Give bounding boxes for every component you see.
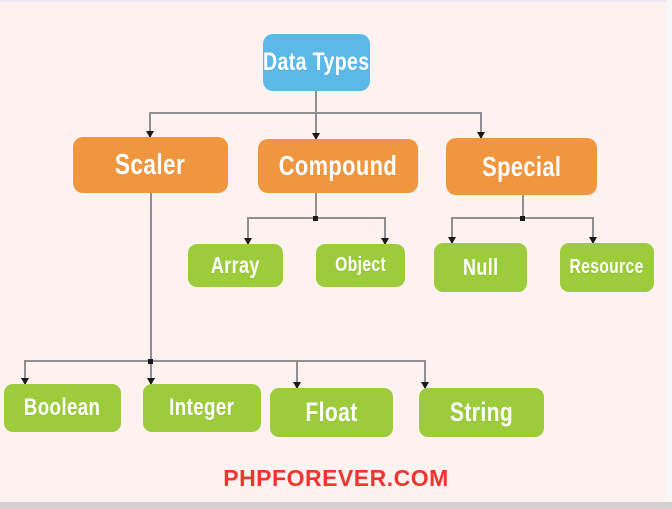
node-boolean: Boolean	[4, 384, 121, 432]
edge-to-boolean	[24, 360, 26, 384]
edge-to-special	[480, 112, 482, 138]
arrowhead-array	[244, 238, 252, 245]
node-label: Boolean	[24, 394, 101, 421]
arrowhead-boolean	[21, 378, 29, 385]
arrowhead-float	[293, 382, 301, 389]
junction-dot-special	[520, 216, 525, 221]
arrowhead-string	[421, 382, 429, 389]
junction-dot-compound	[313, 216, 318, 221]
edge-to-null	[451, 217, 453, 243]
node-label: Array	[211, 252, 260, 278]
arrowhead-compound	[312, 133, 320, 140]
node-compound: Compound	[258, 139, 418, 193]
right-edge-strip	[666, 0, 672, 509]
edge-to-float	[296, 360, 298, 388]
edge-scaler-stem	[150, 193, 152, 362]
node-string: String	[419, 388, 544, 437]
top-edge-strip	[0, 0, 672, 2]
node-label: Float	[305, 397, 358, 427]
edge-to-object	[384, 217, 386, 244]
edge-to-array	[247, 217, 249, 244]
edge-to-resource	[592, 217, 594, 243]
node-object: Object	[316, 244, 405, 287]
node-label: Data Types	[263, 48, 370, 76]
arrowhead-special	[477, 132, 485, 139]
node-label: Null	[462, 254, 499, 280]
edge-root-stem	[315, 91, 317, 113]
watermark-text: PHPFOREVER.COM	[223, 465, 449, 491]
arrowhead-integer	[147, 378, 155, 385]
node-null: Null	[434, 243, 527, 292]
bottom-edge-bar	[0, 502, 672, 509]
node-scaler: Scaler	[73, 137, 228, 193]
node-label: Special	[481, 150, 562, 182]
arrowhead-null	[448, 237, 456, 244]
node-array: Array	[188, 244, 283, 287]
node-float: Float	[270, 388, 393, 437]
edge-to-integer	[150, 360, 152, 384]
junction-dot-scaler	[148, 359, 153, 364]
arrowhead-scaler	[146, 131, 154, 138]
node-label: Scaler	[115, 148, 186, 181]
node-label: Integer	[169, 394, 235, 421]
node-special: Special	[446, 138, 597, 195]
node-integer: Integer	[143, 384, 261, 432]
node-resource: Resource	[560, 243, 654, 292]
edge-to-string	[424, 360, 426, 388]
node-label: Resource	[569, 256, 645, 278]
edge-scaler-horizontal	[24, 360, 426, 362]
arrowhead-object	[381, 238, 389, 245]
node-label: Object	[335, 254, 386, 276]
edge-to-scaler	[149, 112, 151, 137]
edge-special-stem	[522, 195, 524, 219]
arrowhead-resource	[589, 237, 597, 244]
node-label: Compound	[278, 150, 398, 181]
node-data-types: Data Types	[263, 34, 370, 91]
node-label: String	[449, 397, 514, 427]
edge-compound-stem	[315, 193, 317, 219]
edge-to-compound	[315, 112, 317, 139]
